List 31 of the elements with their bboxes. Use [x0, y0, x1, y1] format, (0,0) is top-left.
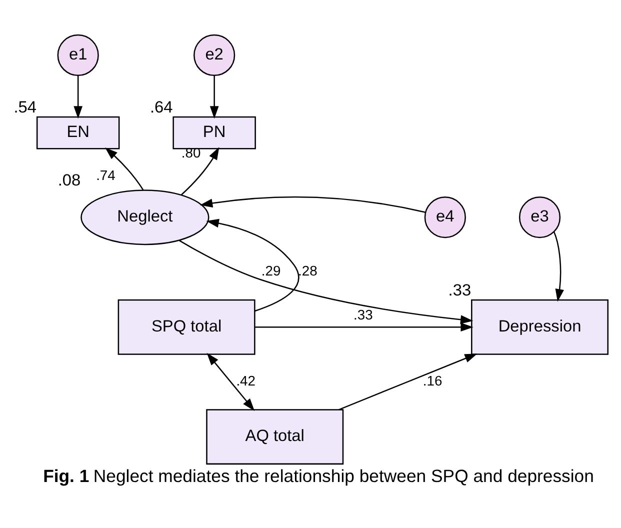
arrow [255, 322, 474, 332]
node-label: .08 [58, 172, 81, 190]
node-circle: e2 [194, 34, 236, 76]
edge-label: .42 [236, 372, 256, 388]
arrow [553, 232, 564, 302]
node-box: Depression [471, 299, 609, 355]
edge-label: .28 [298, 262, 318, 279]
arrow [178, 240, 474, 324]
node-box: AQ total [206, 409, 344, 465]
arrow [206, 352, 255, 411]
arrow [210, 75, 219, 119]
caption: Fig. 1 Neglect mediates the relationship between SPQ and depression [43, 466, 594, 486]
node-ellipse: Neglect [80, 190, 210, 246]
node-circle: e1 [57, 34, 99, 76]
arrow [181, 147, 220, 196]
node-box: EN [36, 116, 120, 150]
arrow [200, 196, 426, 213]
node-circle: e4 [424, 196, 466, 238]
arrow [338, 354, 478, 410]
arrow [74, 75, 82, 119]
node-circle: e3 [518, 196, 561, 238]
arrow [105, 147, 144, 190]
edge-label: .74 [96, 167, 116, 183]
edge-label: .33 [354, 306, 373, 322]
node-label: .64 [150, 98, 173, 116]
edge-label: .16 [422, 372, 442, 388]
node-label: .54 [14, 98, 36, 116]
arrow [206, 218, 300, 312]
node-box: SPQ total [118, 299, 256, 355]
node-label: .33 [448, 281, 472, 300]
edge-label: .29 [261, 262, 281, 279]
